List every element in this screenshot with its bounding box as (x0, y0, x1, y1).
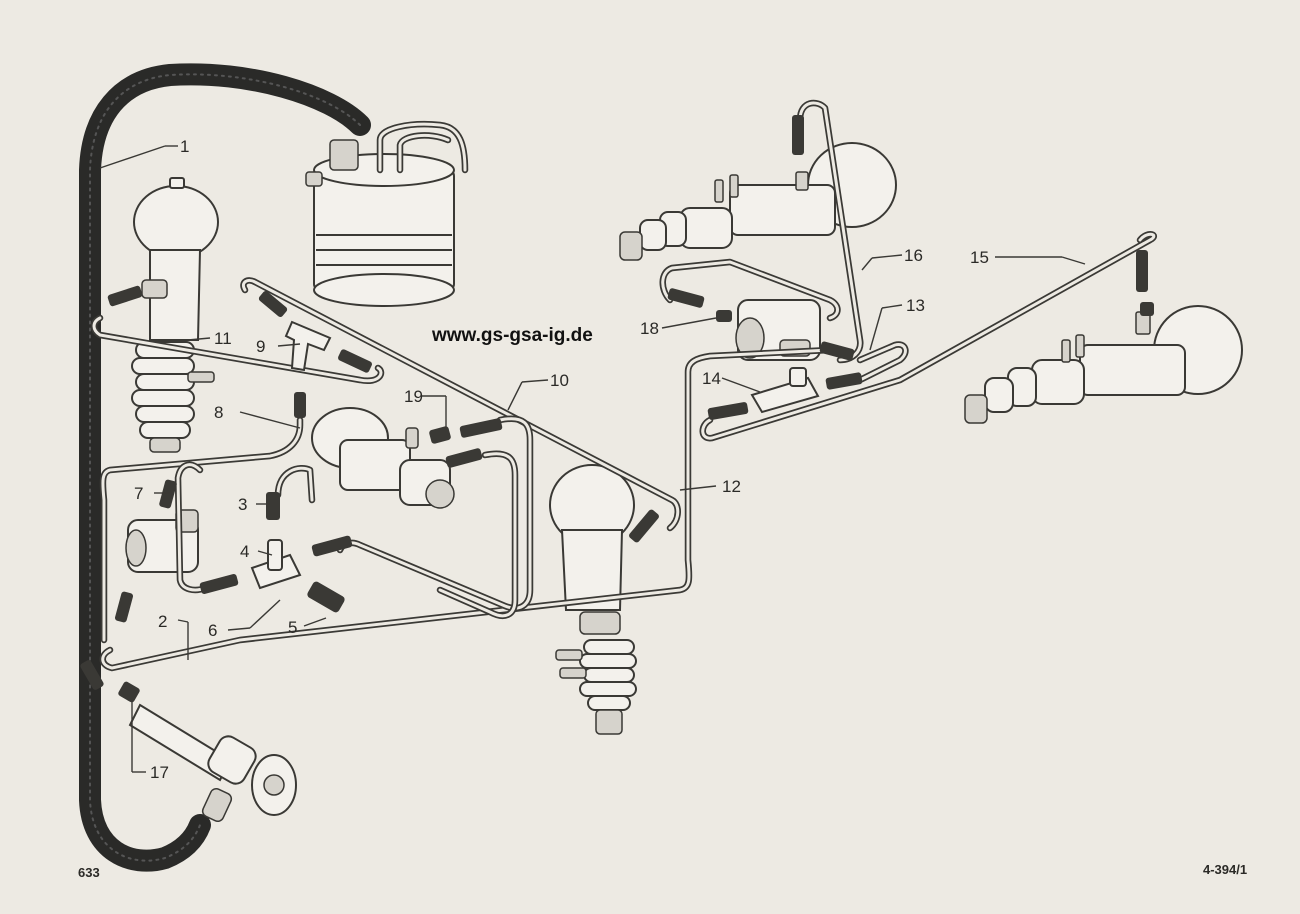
rear-suspension-unit-right (964, 305, 1243, 424)
rear-suspension-sphere-center (549, 464, 637, 735)
callout-1: 1 (180, 137, 189, 156)
pipe-unions (80, 115, 1154, 703)
callout-11: 11 (214, 329, 232, 348)
callout-4: 4 (240, 542, 249, 561)
junction-blocks (250, 320, 820, 590)
callout-10: 10 (550, 371, 569, 390)
callout-19: 19 (404, 387, 423, 406)
figure-reference: 4-394/1 (1203, 862, 1247, 877)
callout-3: 3 (238, 495, 247, 514)
hydraulic-reservoir (305, 121, 469, 307)
callout-labels: 1 2 3 4 5 6 7 8 9 10 11 12 13 14 15 16 1… (134, 137, 989, 782)
front-suspension-gaiter (131, 341, 195, 453)
front-suspension-sphere (131, 177, 219, 453)
brake-valve (735, 299, 821, 361)
callout-7: 7 (134, 484, 143, 503)
callout-5: 5 (288, 618, 297, 637)
return-hose (79, 63, 371, 872)
rear-suspension-unit-top (619, 142, 897, 261)
callout-16: 16 (904, 246, 923, 265)
leader-lines (99, 145, 1086, 773)
callout-14: 14 (702, 369, 721, 388)
callout-17: 17 (150, 763, 169, 782)
watermark-url: www.gs-gsa-ig.de (431, 325, 593, 346)
callout-15: 15 (970, 248, 989, 267)
page-number: 633 (78, 865, 100, 880)
callout-9: 9 (256, 337, 265, 356)
rear-brake-cylinder (128, 703, 297, 823)
callout-18: 18 (640, 319, 659, 338)
callout-6: 6 (208, 621, 217, 640)
callout-12: 12 (722, 477, 741, 496)
pressure-regulator (311, 407, 455, 509)
callout-2: 2 (158, 612, 167, 631)
callout-13: 13 (906, 296, 925, 315)
callout-8: 8 (214, 403, 223, 422)
hydraulic-pump (125, 509, 199, 573)
